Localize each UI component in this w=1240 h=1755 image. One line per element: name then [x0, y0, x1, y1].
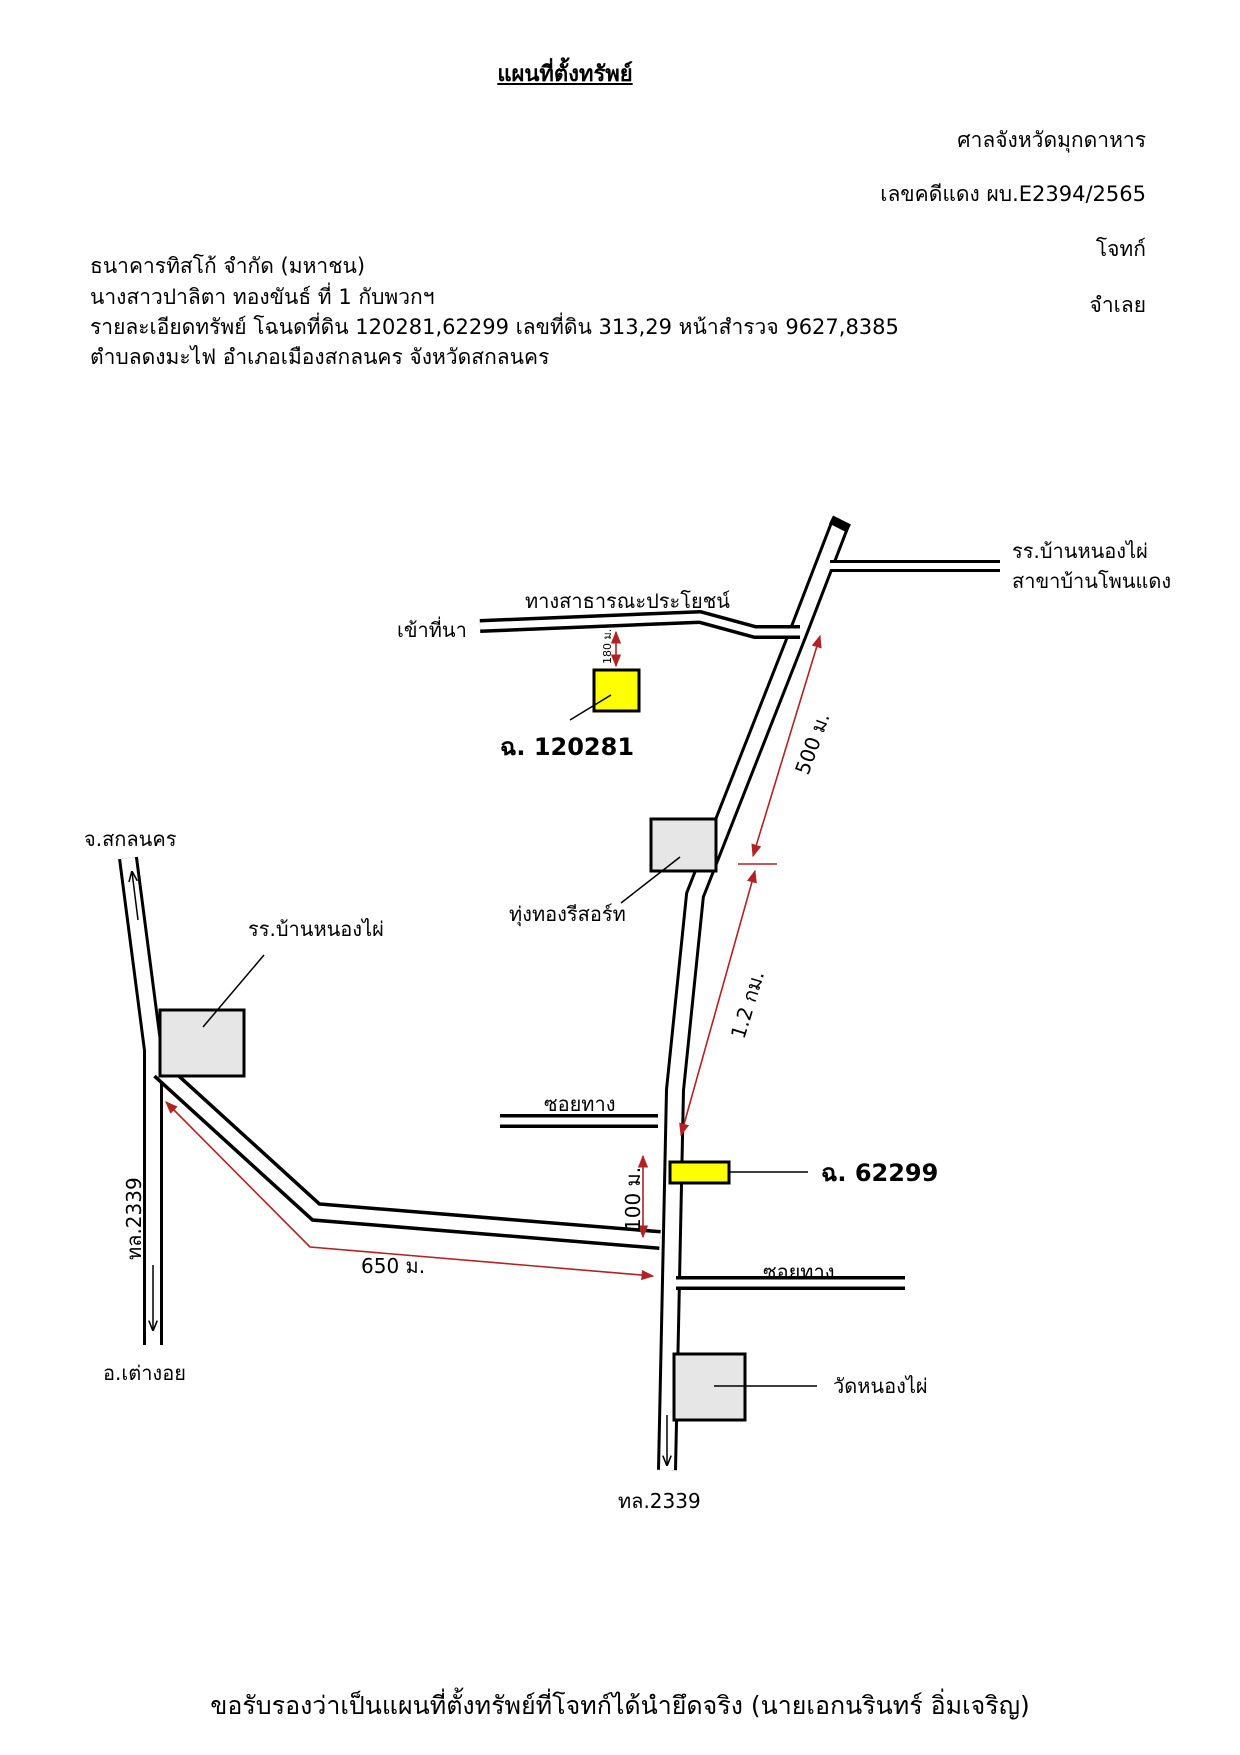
case-number: เลขคดีแดง ผบ.E2394/2565	[880, 182, 1146, 206]
certification-footer: ขอรับรองว่าเป็นแผนที่ตั้งทรัพย์ที่โจทก์ไ…	[210, 1691, 1030, 1720]
page-title: แผนที่ตั้งทรัพย์	[497, 62, 633, 87]
distance-measures	[165, 630, 822, 1281]
leader-lines	[202, 694, 817, 1387]
direction-arrows	[132, 872, 667, 1465]
measure-500m	[751, 634, 822, 858]
label-temple: วัดหนองไผ่	[833, 1374, 928, 1398]
plaintiff-role: โจทก์	[1095, 237, 1146, 261]
label-soi-lower: ซอยทาง	[763, 1260, 834, 1284]
label-highway-bottom: ทล.2339	[618, 1489, 701, 1513]
measure-1-2km	[679, 869, 757, 1137]
label-public-road: ทางสาธารณะประโยชน์	[525, 589, 730, 613]
label-180m: 180 ม.	[601, 629, 614, 664]
label-soi-upper: ซอยทาง	[544, 1092, 615, 1116]
resort-building	[649, 817, 718, 873]
defendant-role: จำเลย	[1089, 293, 1146, 317]
label-highway-left: ทล.2339	[122, 1177, 146, 1260]
label-school-top-1: รร.บ้านหนองไผ่	[1012, 539, 1148, 563]
temple-building	[672, 1352, 747, 1422]
plot-120281	[592, 668, 641, 713]
roads	[118, 515, 1000, 1471]
label-resort: ทุ่งทองรีสอร์ท	[509, 902, 626, 927]
label-500m: 500 ม.	[790, 709, 834, 777]
defendant-name: นางสาวปาลิตา ทองขันธ์ ที่ 1 กับพวกฯ	[90, 285, 435, 309]
property-details: รายละเอียดทรัพย์ โฉนดที่ดิน 120281,62299…	[90, 315, 899, 339]
label-100m: 100 ม.	[621, 1167, 645, 1231]
buildings	[158, 817, 747, 1422]
label-1-2km: 1.2 กม.	[726, 968, 769, 1042]
plot-62299	[668, 1160, 731, 1185]
label-school-top-2: สาขาบ้านโพนแดง	[1012, 569, 1171, 593]
label-to-tao-ngoi: อ.เต่างอย	[103, 1361, 186, 1385]
label-to-sakon: จ.สกลนคร	[84, 827, 177, 851]
label-650m: 650 ม.	[361, 1254, 425, 1278]
plaintiff-name: ธนาคารทิสโก้ จำกัด (มหาชน)	[90, 254, 366, 278]
property-location: ตำบลดงมะไฟ อำเภอเมืองสกลนคร จังหวัดสกลนค…	[90, 345, 550, 369]
label-plot-120281: ฉ. 120281	[500, 733, 634, 761]
plots	[592, 668, 731, 1185]
map-labels: รร.บ้านหนองไผ่ สาขาบ้านโพนแดง ทางสาธารณะ…	[84, 539, 1171, 1513]
label-school-left: รร.บ้านหนองไผ่	[248, 917, 384, 941]
label-to-field: เข้าที่นา	[397, 616, 467, 642]
school-left-building	[158, 1008, 246, 1078]
measure-650m	[165, 1101, 655, 1281]
label-plot-62299: ฉ. 62299	[821, 1159, 938, 1187]
court-name: ศาลจังหวัดมุกดาหาร	[957, 128, 1146, 152]
